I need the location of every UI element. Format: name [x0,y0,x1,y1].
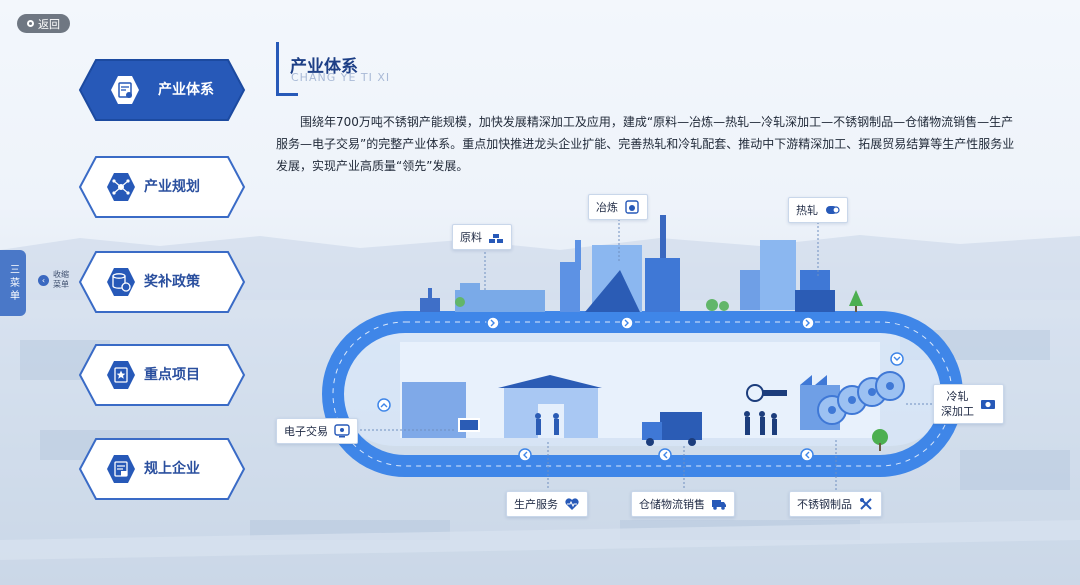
side-menu-tab[interactable]: 三菜单 [0,250,26,316]
menu-item-enterprises[interactable]: 规上企业 [78,437,246,501]
menu-item-key-projects[interactable]: 重点项目 [78,343,246,407]
heart-pulse-icon [565,498,579,510]
page-subtitle: CHANG YE TI XI [291,71,391,84]
collapse-menu-button[interactable]: ‹ 收缩菜单 [38,270,71,290]
menu-shape [78,251,246,313]
callout-cold-rolling[interactable]: 冷轧 深加工 [933,384,1004,424]
back-label: 返回 [38,17,60,31]
menu-item-industry-planning[interactable]: 产业规划 [78,155,246,219]
callout-stainless-products[interactable]: 不锈钢制品 [789,491,882,517]
back-icon [27,20,34,27]
cutlery-icon [860,498,872,510]
menu-shape [78,344,246,406]
monitor-icon [334,424,350,438]
truck-icon [712,500,726,510]
callout-production-service[interactable]: 生产服务 [506,491,588,517]
page-title: 产业体系 [290,57,358,77]
menu-label: 产业体系 [158,82,214,98]
callout-label: 仓储物流销售 [639,498,705,511]
chevron-left-icon: ‹ [38,274,49,286]
menu-item-industry-system[interactable]: 产业体系 [78,58,246,122]
callout-e-trading[interactable]: 电子交易 [276,418,358,444]
callout-label-line1: 冷轧 [946,390,969,403]
callout-smelting[interactable]: 冶炼 [588,194,648,220]
section-description: 围绕年700万吨不锈钢产能规模，加快发展精深加工及应用，建成“原料—冶炼—热轧—… [276,115,1015,173]
section-header: 产业体系 CHANG YE TI XI [276,42,396,96]
callout-label: 热轧 [796,204,818,217]
title-accent [276,42,279,96]
coin-stack-icon [104,265,138,299]
furnace-icon [625,200,639,214]
callout-label: 原料 [460,231,482,244]
steel-coil-icon [826,206,840,214]
callout-label: 电子交易 [284,425,328,438]
menu-shape [78,438,246,500]
callout-logistics-sales[interactable]: 仓储物流销售 [631,491,735,517]
network-hub-icon [104,170,138,204]
back-button[interactable]: 返回 [17,14,70,33]
collapse-menu-label: 收缩菜单 [53,270,69,289]
callout-label: 不锈钢制品 [797,498,852,511]
callout-label-group: 冷轧 深加工 [941,389,974,419]
callout-label: 冶炼 [596,201,618,214]
callout-hot-rolling[interactable]: 热轧 [788,197,848,223]
gold-bars-icon [489,234,503,243]
callout-raw-material[interactable]: 原料 [452,224,512,250]
menu-label: 重点项目 [144,367,200,383]
star-document-icon [104,358,138,392]
enterprise-document-icon [104,452,138,486]
menu-item-subsidy-policy[interactable]: 奖补政策 [78,250,246,314]
menu-active-shape [78,59,246,121]
menu-label: 奖补政策 [144,274,200,290]
callout-label: 生产服务 [514,498,558,511]
menu-shape [78,156,246,218]
callout-label-line2: 深加工 [941,405,974,418]
document-star-icon [108,73,142,107]
menu-label: 产业规划 [144,179,200,195]
roll-icon [981,400,995,409]
title-accent-bottom [276,93,298,96]
menu-label: 规上企业 [144,461,200,477]
